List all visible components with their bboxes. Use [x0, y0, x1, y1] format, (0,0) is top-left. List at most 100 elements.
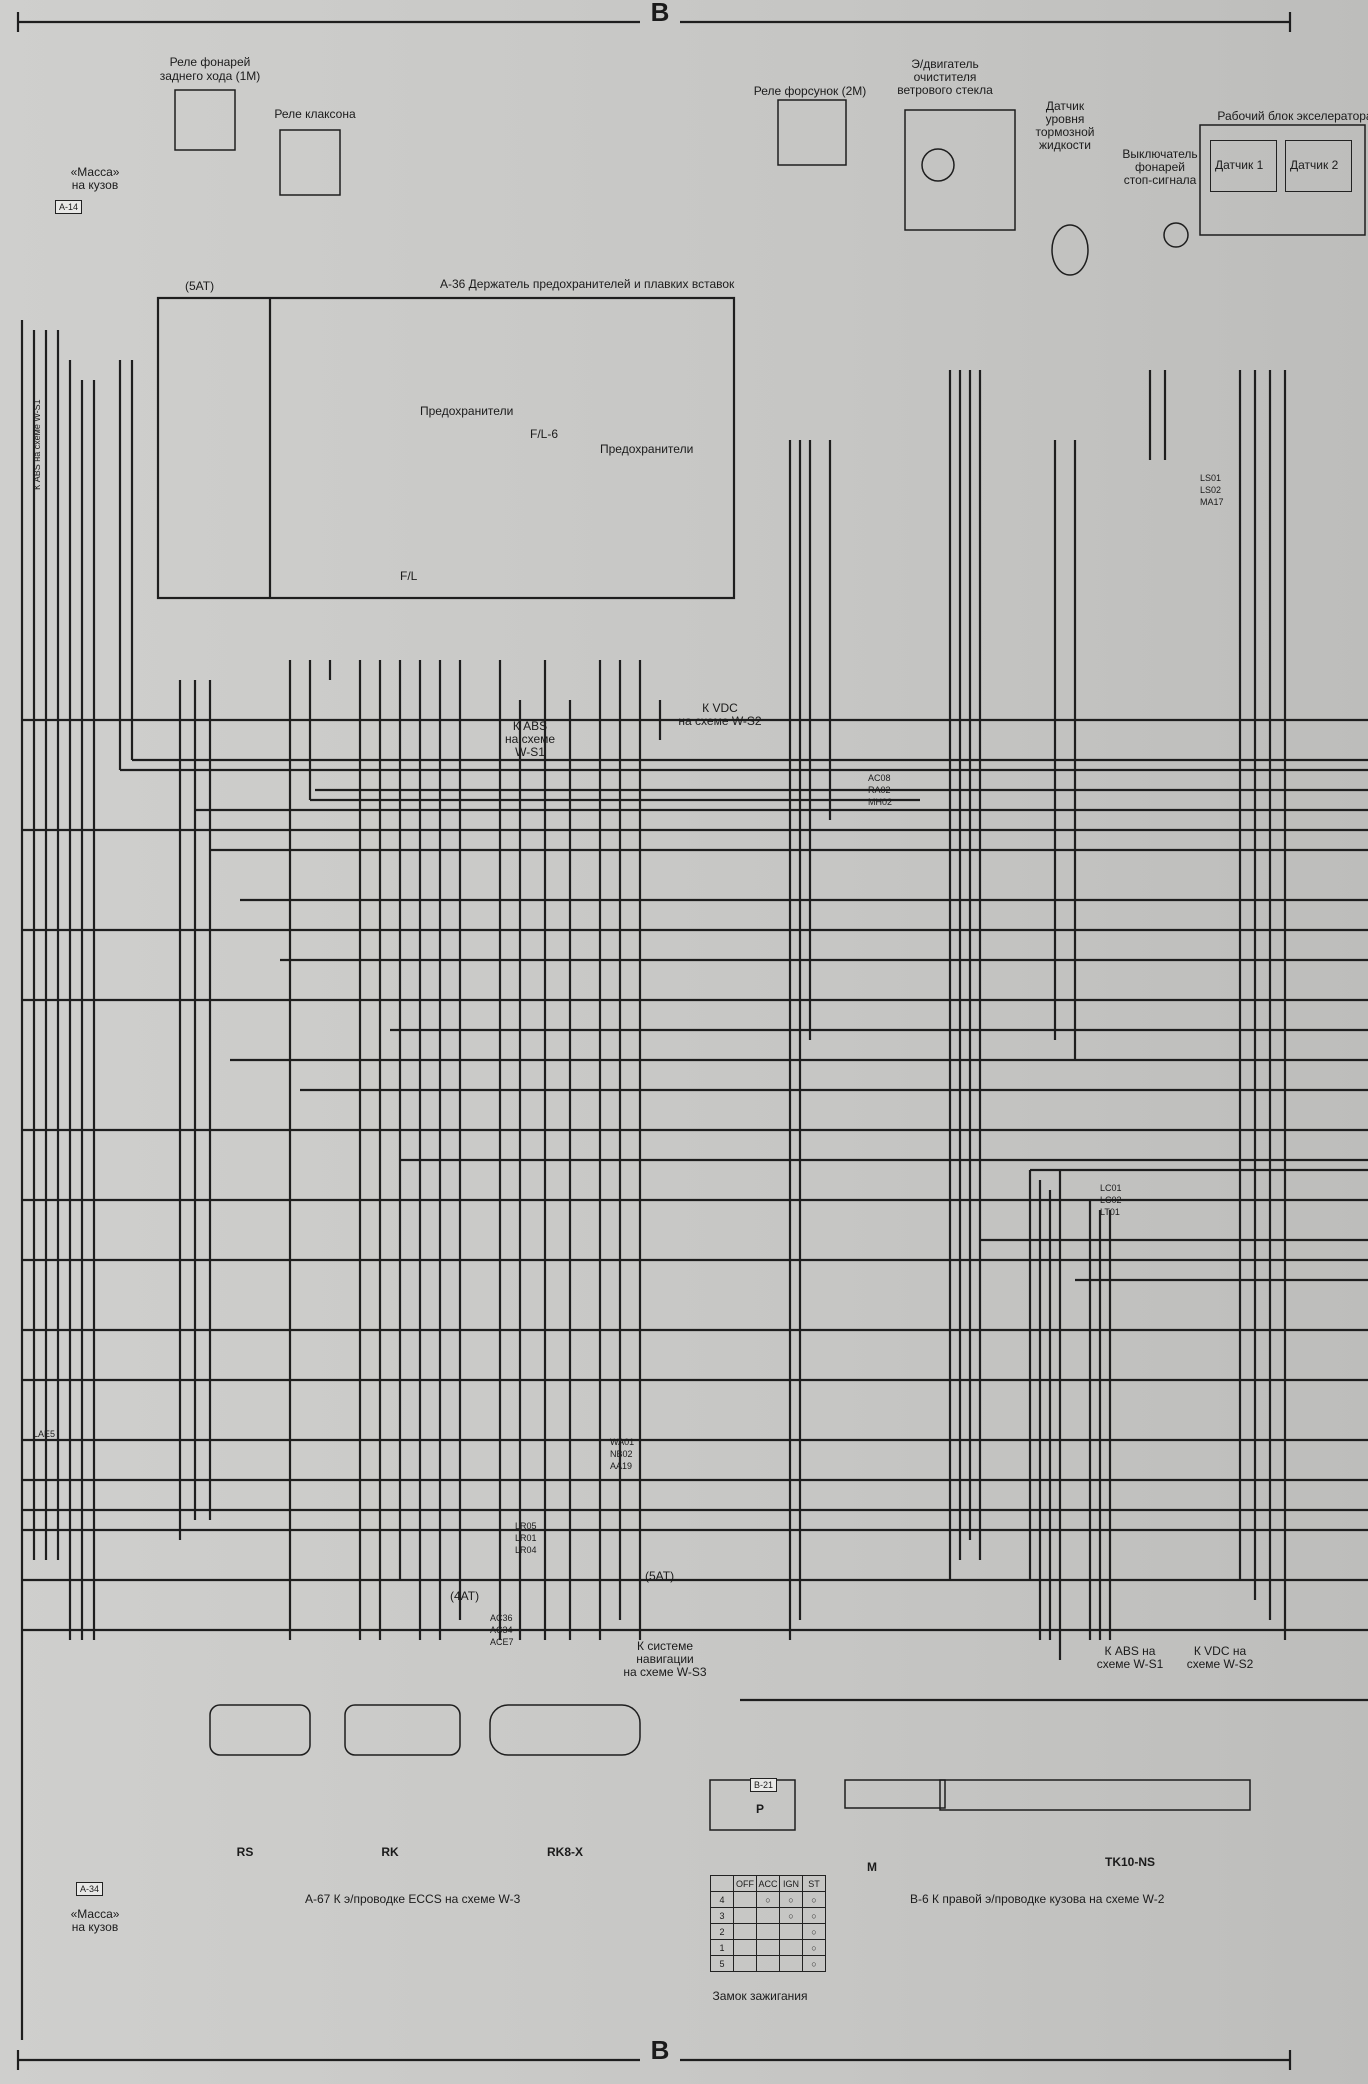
fuse-holder-title: A-36 Держатель предохранителей и плавких… [440, 277, 735, 291]
ignition-cell: 4 [710, 1891, 734, 1908]
4at-label: (4AT) [450, 1589, 480, 1603]
connector-m: M [867, 1860, 877, 1874]
ignition-cell [779, 1939, 803, 1956]
ignition-header-cell [710, 1875, 734, 1892]
ignition-cell [733, 1955, 757, 1972]
abs-ref-bottom: К ABS на [1104, 1644, 1156, 1658]
sensor1-label: Датчик 1 [1215, 158, 1264, 172]
ignition-cell [756, 1939, 780, 1956]
ignition-cell: ○ [802, 1907, 826, 1924]
brake-fluid-sensor-label-3: тормозной [1035, 125, 1095, 139]
ignition-header-cell: IGN [779, 1875, 803, 1892]
eccs-ref: A-67 К э/проводке ECCS на схеме W-3 [305, 1892, 521, 1906]
splice-ac08: AC08 [868, 773, 891, 783]
nav-ref-3: на схеме W-S3 [623, 1665, 707, 1679]
ground-tag-a14: A-14 [55, 200, 83, 214]
sensor2-label: Датчик 2 [1290, 158, 1339, 172]
splice-mh02: MH02 [868, 797, 893, 807]
splice-ac34: AC34 [490, 1625, 513, 1635]
ignition-switch-label: Замок зажигания [712, 1989, 808, 2003]
ground-body-label-2: на кузов [71, 178, 119, 192]
ignition-cell [756, 1955, 780, 1972]
ignition-cell: ○ [802, 1939, 826, 1956]
nav-ref: К системе [637, 1639, 693, 1653]
accelerator-sensor-2: Датчик 2 [1285, 140, 1352, 192]
abs-ref-left: К ABS на схеме W-S1 [32, 399, 42, 490]
ignition-cell: 3 [710, 1907, 734, 1924]
brake-fluid-sensor-label: Датчик [1045, 99, 1085, 113]
body-ref: B-6 К правой э/проводке кузова на схеме … [910, 1892, 1165, 1906]
splice-lr05: LR05 [515, 1521, 537, 1531]
fl-label: F/L [400, 569, 418, 583]
ignition-cell [733, 1923, 757, 1940]
connector-rk: RK [381, 1845, 399, 1859]
abs-ref-bottom-2: схеме W-S1 [1096, 1657, 1164, 1671]
5at-label: (5AT) [645, 1569, 675, 1583]
ground-body-label: «Масса» [70, 165, 120, 179]
ignition-cell [733, 1939, 757, 1956]
stop-switch-label-3: стоп-сигнала [1123, 173, 1197, 187]
fuses-label-1: Предохранители [420, 404, 514, 418]
injector-relay-label: Реле форсунок (2M) [753, 84, 867, 98]
ignition-cell: ○ [779, 1907, 803, 1924]
ground-bottom-label-2: на кузов [71, 1920, 119, 1934]
sheet-connector-top: B [650, 0, 670, 27]
ignition-cell [756, 1907, 780, 1924]
sheet-connector-bottom: B [650, 2035, 670, 2065]
accelerator-sensor-1: Датчик 1 [1210, 140, 1277, 192]
wiper-motor-label-2: очистителя [913, 70, 977, 84]
ignition-cell: ○ [802, 1891, 826, 1908]
abs-ref-center-2: на схеме [504, 732, 556, 746]
reverse-light-relay-label-2: заднего хода (1М) [159, 69, 261, 83]
ignition-cell: ○ [802, 1955, 826, 1972]
ignition-cell [756, 1923, 780, 1940]
splice-wa01: WA01 [610, 1437, 635, 1447]
vdc-ref-center-2: на схеме W-S2 [678, 714, 762, 728]
stop-switch-label-2: фонарей [1135, 160, 1185, 174]
brake-fluid-sensor-label-4: жидкости [1039, 138, 1091, 152]
splice-lr04: LR04 [515, 1545, 537, 1555]
splice-ls01: LS01 [1200, 473, 1222, 483]
splice-nb02: NB02 [610, 1449, 633, 1459]
connector-tag-b21: B-21 [750, 1778, 778, 1792]
abs-ref-center-3: W-S1 [515, 745, 545, 759]
ignition-cell: 1 [710, 1939, 734, 1956]
ignition-cell: 5 [710, 1955, 734, 1972]
connector-rk8x: RK8-X [546, 1845, 584, 1859]
ignition-cell: ○ [802, 1923, 826, 1940]
vdc-ref-bottom: К VDC на [1193, 1644, 1247, 1658]
stop-switch-label: Выключатель [1122, 147, 1198, 161]
ignition-cell: 2 [710, 1923, 734, 1940]
fl6-label: F/L-6 [530, 427, 559, 441]
vdc-ref-bottom-2: схеме W-S2 [1186, 1657, 1254, 1671]
splice-lt01: LT01 [1100, 1207, 1120, 1217]
ground-tag-a34: A-34 [76, 1882, 104, 1896]
splice-ra02: RA02 [868, 785, 891, 795]
ignition-cell [733, 1891, 757, 1908]
wiper-motor-label: Э/двигатель [911, 57, 979, 71]
ignition-cell [733, 1907, 757, 1924]
splice-lc01: LC01 [1100, 1183, 1122, 1193]
horn-relay-label: Реле клаксона [274, 107, 356, 121]
accelerator-unit-label: Рабочий блок экселератора [1217, 109, 1368, 123]
ignition-cell [779, 1955, 803, 1972]
connector-rs: RS [236, 1845, 254, 1859]
splice-lr01: LR01 [515, 1533, 537, 1543]
brake-fluid-sensor-label-2: уровня [1045, 112, 1085, 126]
5at-label-top: (5AT) [185, 279, 215, 293]
ground-bottom-label: «Масса» [70, 1907, 120, 1921]
ignition-cell: ○ [756, 1891, 780, 1908]
splice-ls02: LS02 [1200, 485, 1222, 495]
fuses-label-2: Предохранители [600, 442, 694, 456]
abs-ref-center: К ABS [512, 719, 548, 733]
connector-tk10: TK10-NS [1104, 1855, 1156, 1869]
splice-lc02: LC02 [1100, 1195, 1122, 1205]
wiper-motor-label-3: ветрового стекла [897, 83, 993, 97]
connector-p: P [755, 1802, 765, 1816]
splice-ace7: ACE7 [490, 1637, 514, 1647]
ignition-header-cell: ST [802, 1875, 826, 1892]
